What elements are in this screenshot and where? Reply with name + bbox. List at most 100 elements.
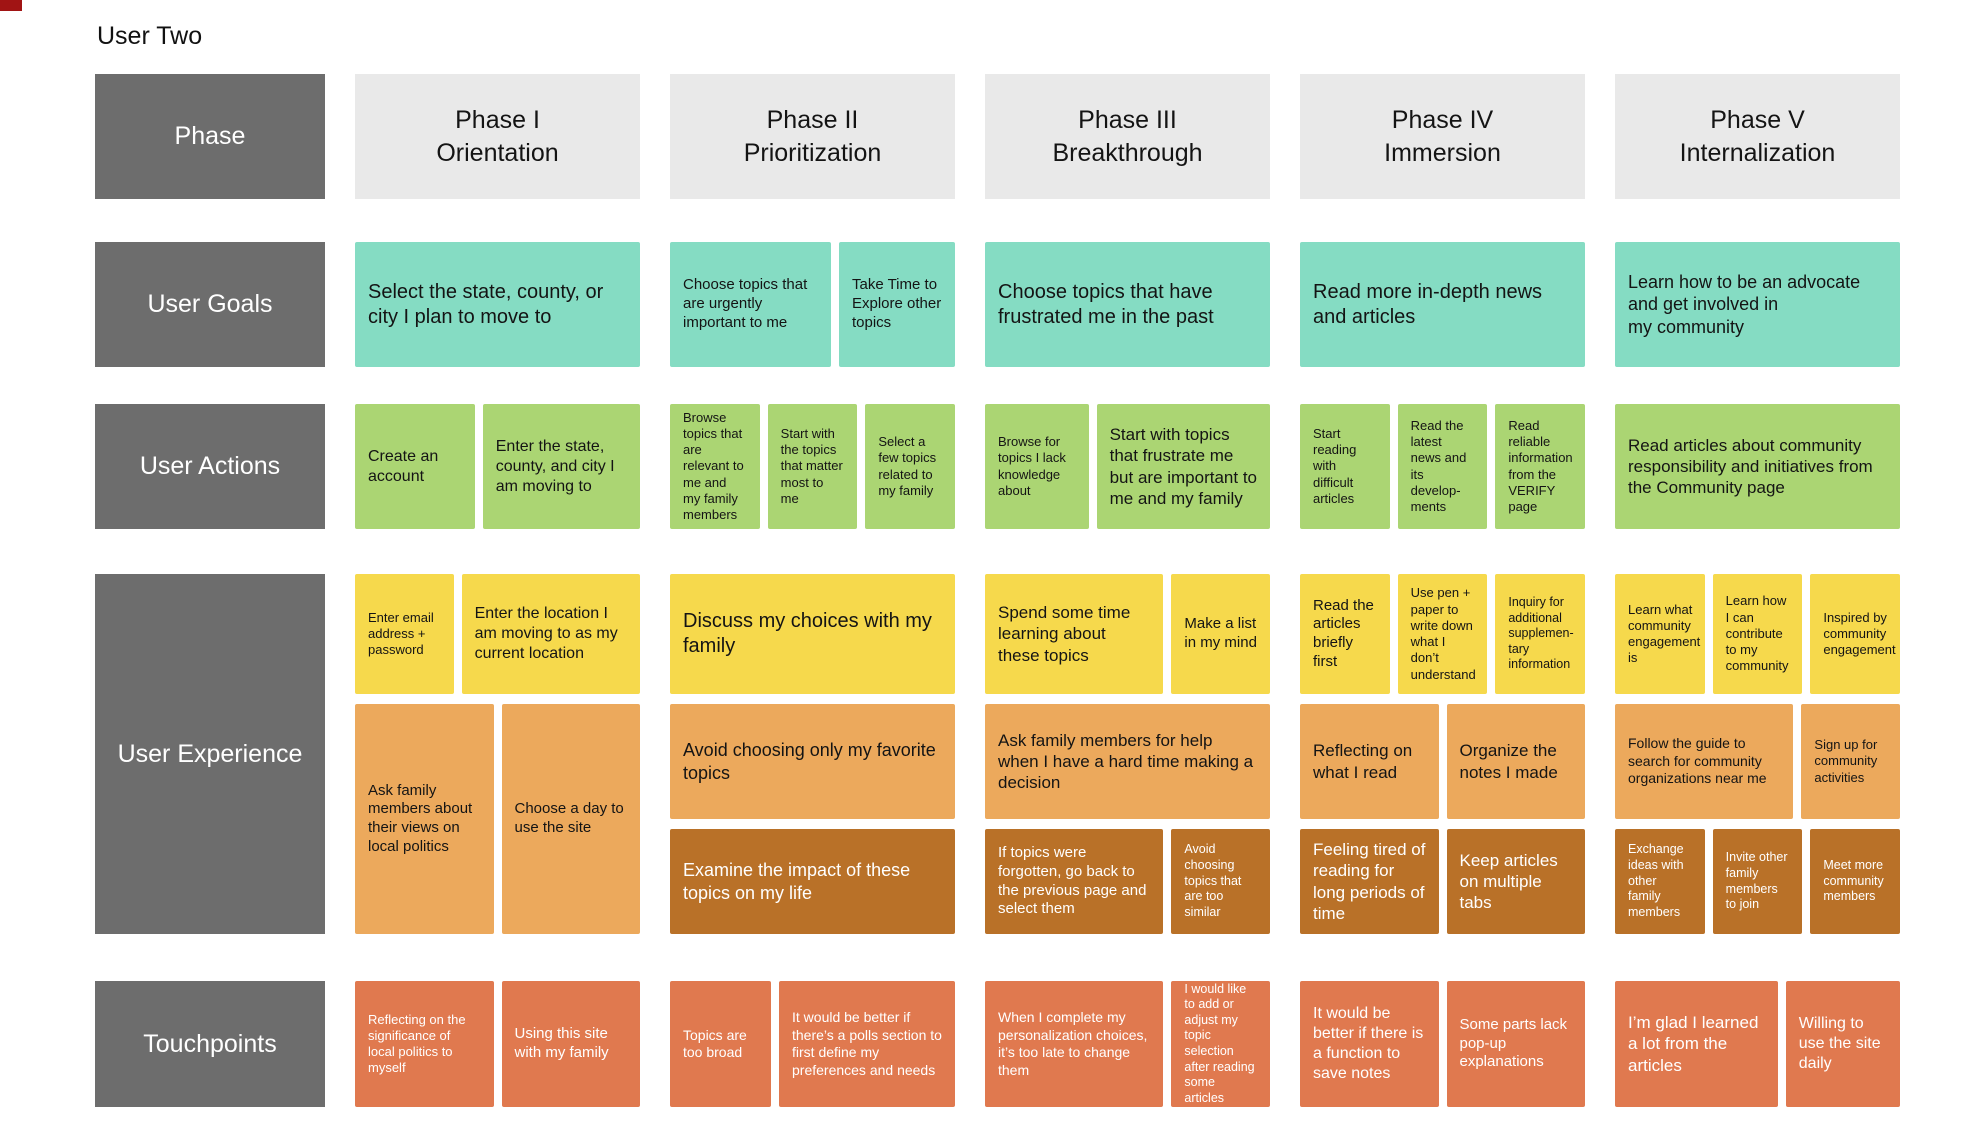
actions-col-5: Read articles about community responsibi… bbox=[1615, 404, 1900, 529]
goals-col-4: Read more in-depth news and articles bbox=[1300, 242, 1585, 367]
experience-note: Avoid choosing topics that are too simil… bbox=[1171, 829, 1270, 934]
experience-note: If topics were forgotten, go back to the… bbox=[985, 829, 1164, 934]
action-note: Read the latest news and its develop- me… bbox=[1397, 404, 1488, 529]
touchpoints-col-3: When I complete my personalization choic… bbox=[985, 981, 1270, 1107]
experience-col-4: Read the articles briefly first Use pen … bbox=[1300, 574, 1586, 934]
experience-note: Organize the notes I made bbox=[1446, 704, 1585, 819]
row-header-experience: User Experience bbox=[95, 574, 325, 934]
phase-header-1: Phase I Orientation bbox=[355, 74, 640, 199]
goal-note: Take Time to Explore other topics bbox=[839, 242, 955, 367]
actions-band: User Actions Create an account Enter the… bbox=[95, 404, 1905, 529]
phase-numeral: Phase I bbox=[455, 106, 540, 134]
experience-note: Ask family members about their views on … bbox=[355, 704, 494, 934]
row-header-goals: User Goals bbox=[95, 242, 325, 367]
touchpoints-col-1: Reflecting on the significance of local … bbox=[355, 981, 640, 1107]
phase-col-1: Phase I Orientation bbox=[355, 74, 640, 199]
experience-high-row: Spend some time learning about these top… bbox=[985, 574, 1270, 694]
phase-col-3: Phase III Breakthrough bbox=[985, 74, 1270, 199]
touchpoint-note: It would be better if there’s a polls se… bbox=[779, 981, 955, 1107]
action-note: Browse for topics I lack knowledge about bbox=[985, 404, 1089, 529]
actions-col-4: Start reading with difficult articles Re… bbox=[1300, 404, 1586, 529]
journey-map: User Two Phase Phase I Orientation Phase… bbox=[95, 22, 1905, 1107]
experience-note: Keep articles on multiple tabs bbox=[1446, 829, 1585, 934]
experience-band: User Experience Enter email address + pa… bbox=[95, 574, 1905, 934]
goal-note: Read more in-depth news and articles bbox=[1300, 242, 1585, 367]
phase-col-4: Phase IV Immersion bbox=[1300, 74, 1585, 199]
action-note: Start with topics that frustrate me but … bbox=[1096, 404, 1270, 529]
experience-note: Enter email address + password bbox=[355, 574, 454, 694]
action-note: Read articles about community responsibi… bbox=[1615, 404, 1900, 529]
action-note: Start reading with difficult articles bbox=[1300, 404, 1390, 529]
experience-note: Spend some time learning about these top… bbox=[985, 574, 1164, 694]
touchpoints-band: Touchpoints Reflecting on the significan… bbox=[95, 981, 1905, 1107]
phase-name: Orientation bbox=[436, 138, 559, 167]
experience-note: Exchange ideas with other family members bbox=[1615, 829, 1705, 934]
experience-mid-row: Reflecting on what I read Organize the n… bbox=[1300, 704, 1585, 819]
touchpoint-note: When I complete my personalization choic… bbox=[985, 981, 1164, 1107]
experience-mid-row: Avoid choosing only my favorite topics bbox=[670, 704, 955, 819]
experience-note: Sign up for community activities bbox=[1801, 704, 1900, 819]
goals-col-3: Choose topics that have frustrated me in… bbox=[985, 242, 1270, 367]
experience-note: Feeling tired of reading for long period… bbox=[1300, 829, 1439, 934]
touchpoint-note: I would like to add or adjust my topic s… bbox=[1171, 981, 1270, 1107]
phase-header-2: Phase II Prioritization bbox=[670, 74, 955, 199]
goal-note: Choose topics that are urgently importan… bbox=[670, 242, 831, 367]
touchpoint-note: Reflecting on the significance of local … bbox=[355, 981, 494, 1107]
experience-note: Read the articles briefly first bbox=[1300, 574, 1390, 694]
phase-col-2: Phase II Prioritization bbox=[670, 74, 955, 199]
experience-high-row: Read the articles briefly first Use pen … bbox=[1300, 574, 1586, 694]
phase-band: Phase Phase I Orientation Phase II Prior… bbox=[95, 74, 1905, 199]
actions-col-2: Browse topics that are relevant to me an… bbox=[670, 404, 956, 529]
phase-col-5: Phase V Internalization bbox=[1615, 74, 1900, 199]
phase-header-4: Phase IV Immersion bbox=[1300, 74, 1585, 199]
experience-note: Inspired by community engagement bbox=[1810, 574, 1901, 694]
experience-note: Enter the location I am moving to as my … bbox=[461, 574, 640, 694]
phase-header-3: Phase III Breakthrough bbox=[985, 74, 1270, 199]
experience-note: Follow the guide to search for community… bbox=[1615, 704, 1794, 819]
experience-note: Meet more community members bbox=[1810, 829, 1901, 934]
phase-name: Immersion bbox=[1384, 138, 1501, 167]
actions-col-1: Create an account Enter the state, count… bbox=[355, 404, 640, 529]
phase-numeral: Phase III bbox=[1078, 106, 1177, 134]
experience-note: Inquiry for additional supplemen- tary i… bbox=[1495, 574, 1586, 694]
experience-note: Examine the impact of these topics on my… bbox=[670, 829, 955, 934]
experience-note: Ask family members for help when I have … bbox=[985, 704, 1270, 819]
experience-mid-row: Ask family members about their views on … bbox=[355, 704, 640, 934]
experience-note: Make a list in my mind bbox=[1171, 574, 1270, 694]
actions-col-3: Browse for topics I lack knowledge about… bbox=[985, 404, 1270, 529]
experience-note: Use pen + paper to write down what I don… bbox=[1397, 574, 1488, 694]
touchpoint-note: I’m glad I learned a lot from the articl… bbox=[1615, 981, 1778, 1107]
goals-col-2: Choose topics that are urgently importan… bbox=[670, 242, 955, 367]
phase-name: Internalization bbox=[1679, 138, 1836, 167]
goal-note: Select the state, county, or city I plan… bbox=[355, 242, 640, 367]
experience-col-1: Enter email address + password Enter the… bbox=[355, 574, 640, 934]
phase-numeral: Phase IV bbox=[1391, 106, 1494, 134]
experience-low-row: Examine the impact of these topics on my… bbox=[670, 829, 955, 934]
experience-note: Choose a day to use the site bbox=[501, 704, 640, 934]
goal-note: Learn how to be an advocate and get invo… bbox=[1615, 242, 1900, 367]
action-note: Create an account bbox=[355, 404, 475, 529]
touchpoint-note: Using this site with my family bbox=[501, 981, 640, 1107]
experience-mid-row: Ask family members for help when I have … bbox=[985, 704, 1270, 819]
touchpoints-col-5: I’m glad I learned a lot from the articl… bbox=[1615, 981, 1900, 1107]
goals-col-1: Select the state, county, or city I plan… bbox=[355, 242, 640, 367]
action-note: Enter the state, county, and city I am m… bbox=[482, 404, 640, 529]
experience-note: Invite other family members to join bbox=[1712, 829, 1803, 934]
experience-mid-row: Follow the guide to search for community… bbox=[1615, 704, 1900, 819]
touchpoints-col-4: It would be better if there is a functio… bbox=[1300, 981, 1585, 1107]
action-note: Read reliable information from the VERIF… bbox=[1495, 404, 1586, 529]
experience-col-5: Learn what community engagement is Learn… bbox=[1615, 574, 1901, 934]
touchpoint-note: Topics are too broad bbox=[670, 981, 771, 1107]
touchpoints-col-2: Topics are too broad It would be better … bbox=[670, 981, 955, 1107]
page-title: User Two bbox=[97, 22, 203, 50]
experience-high-row: Learn what community engagement is Learn… bbox=[1615, 574, 1901, 694]
phase-name: Prioritization bbox=[743, 138, 882, 167]
experience-low-row: Exchange ideas with other family members… bbox=[1615, 829, 1901, 934]
experience-note: Avoid choosing only my favorite topics bbox=[670, 704, 955, 819]
experience-col-3: Spend some time learning about these top… bbox=[985, 574, 1270, 934]
touchpoint-note: It would be better if there is a functio… bbox=[1300, 981, 1439, 1107]
screen-corner-artifact bbox=[0, 0, 22, 11]
touchpoint-note: Some parts lack pop-up explanations bbox=[1446, 981, 1585, 1107]
goals-col-5: Learn how to be an advocate and get invo… bbox=[1615, 242, 1900, 367]
